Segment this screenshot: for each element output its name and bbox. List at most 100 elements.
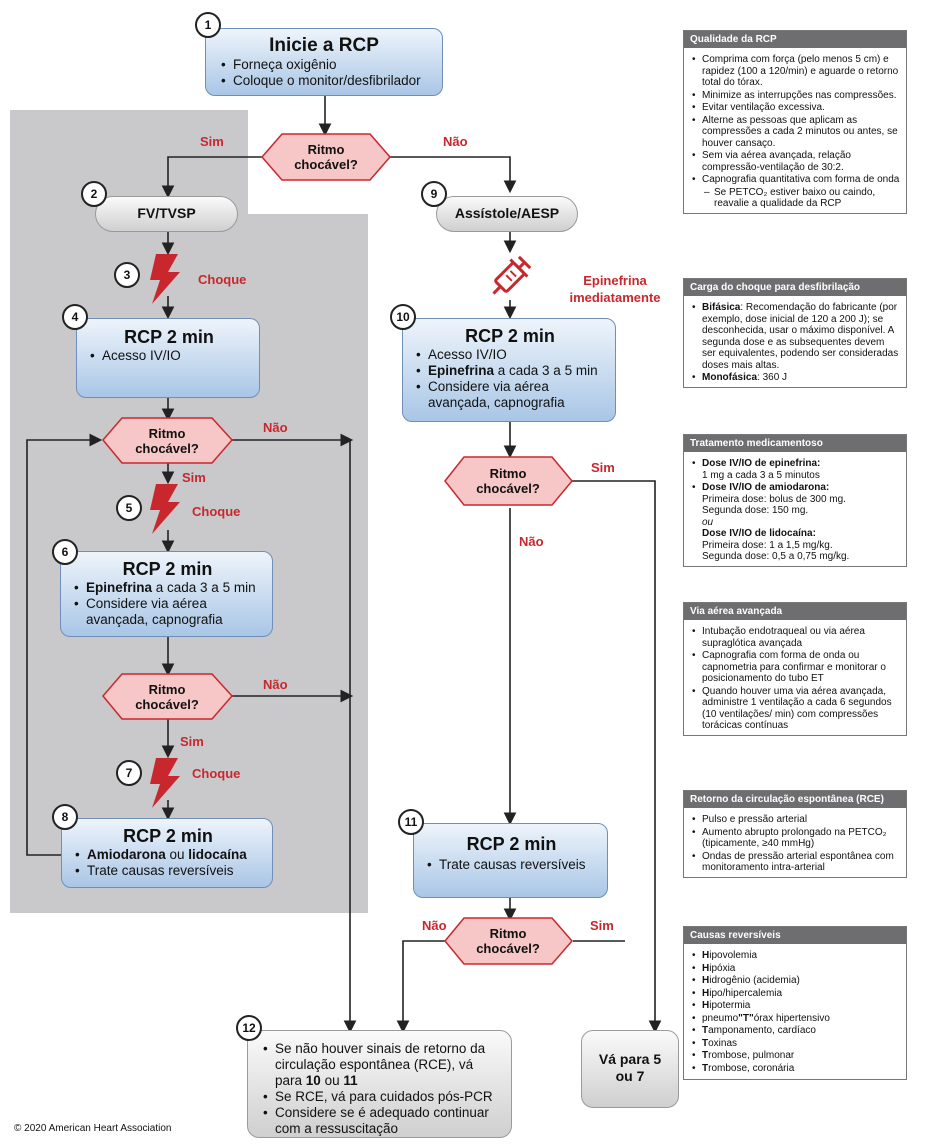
list-item: Considere se é adequado continuar com a … xyxy=(263,1105,503,1137)
box-cpr-8: RCP 2 min Amiodarona ou lidocaína Trate … xyxy=(61,818,273,888)
text: Se não houver sinais de retorno da circu… xyxy=(275,1041,486,1088)
cause-item: Toxinas xyxy=(692,1038,900,1050)
no-label: Não xyxy=(443,134,468,149)
decision-text: chocável? xyxy=(135,697,199,712)
sidebar-drugs: Tratamento medicamentoso Dose IV/IO de e… xyxy=(683,434,907,567)
box-title: Inicie a RCP xyxy=(269,35,379,56)
decision-c-shape xyxy=(444,456,573,506)
list-item: Intubação endotraqueal ou via aérea supr… xyxy=(692,626,900,649)
decision-text: Ritmo xyxy=(148,426,186,441)
step-number-2: 2 xyxy=(81,181,107,207)
text: Segunda dose: 150 mg. xyxy=(702,505,809,516)
decision-b-label: Ritmo chocável? xyxy=(122,682,212,712)
list-item: Considere via aérea avançada, capnografi… xyxy=(416,379,607,411)
text: Vá para 5 xyxy=(598,1051,662,1067)
step-number-10: 10 xyxy=(390,304,416,330)
decision-d-label: Ritmo chocável? xyxy=(464,926,552,956)
goto-text: Vá para 5 ou 7 xyxy=(582,1051,678,1085)
box-title: RCP 2 min xyxy=(124,327,214,347)
decision-top-shape xyxy=(261,133,391,181)
shock-label: Choque xyxy=(192,504,241,519)
decision-text: chocável? xyxy=(135,441,199,456)
decision-a-label: Ritmo chocável? xyxy=(122,426,212,456)
list-item: Considere via aérea avançada, capnografi… xyxy=(74,596,264,628)
sidebar-causes: Causas reversíveis HipovolemiaHipóxiaHid… xyxy=(683,926,907,1080)
sidebar-airway: Via aérea avançada Intubação endotraquea… xyxy=(683,602,907,736)
cause-item: pneumo"T"órax hipertensivo xyxy=(692,1013,900,1025)
bold-text: Epinefrina xyxy=(86,580,153,595)
arrow-sim-2 xyxy=(161,156,262,199)
list-item: Minimize as interrupções nas compressões… xyxy=(692,90,900,102)
decision-b-shape xyxy=(102,673,234,720)
yes-label: Sim xyxy=(200,134,224,149)
box-title: RCP 2 min xyxy=(123,826,213,846)
bold-text: lidocaína xyxy=(188,847,247,862)
lightning-icon-7 xyxy=(150,758,180,808)
list-item: Bifásica: Recomendação do fabricante (po… xyxy=(692,302,900,371)
list-item: Ondas de pressão arterial espontânea com… xyxy=(692,851,900,874)
step-number-7: 7 xyxy=(116,760,142,786)
bold-text: 10 xyxy=(305,1073,321,1088)
decision-text: Ritmo xyxy=(489,926,527,941)
bold-text: Dose IV/IO de lidocaína: xyxy=(702,528,816,539)
arrow-nao-9 xyxy=(390,156,517,194)
sidebar-shock-energy: Carga do choque para desfibrilação Bifás… xyxy=(683,278,907,388)
box-cpr-11: RCP 2 min Trate causas reversíveis xyxy=(413,823,608,898)
text: Epinefrina xyxy=(583,273,647,288)
no-label: Não xyxy=(263,420,288,435)
decision-d-shape xyxy=(444,917,573,965)
text: : 360 J xyxy=(757,372,788,383)
no-label: Não xyxy=(519,534,544,549)
box-title: RCP 2 min xyxy=(465,326,555,346)
step-number-3: 3 xyxy=(114,262,140,288)
bold-text: Dose IV/IO de amiodarona: xyxy=(702,482,830,493)
box-12: Se não houver sinais de retorno da circu… xyxy=(247,1030,512,1138)
arrow-sim-goto xyxy=(570,480,662,1034)
section-title: Causas reversíveis xyxy=(684,927,906,944)
yes-label: Sim xyxy=(180,734,204,749)
copyright: © 2020 American Heart Association xyxy=(14,1123,172,1134)
text: ou xyxy=(702,516,714,528)
text: Primeira dose: 1 a 1,5 mg/kg. xyxy=(702,539,833,551)
decision-text: Ritmo xyxy=(148,682,186,697)
yes-label: Sim xyxy=(591,460,615,475)
section-title: Tratamento medicamentoso xyxy=(684,435,906,452)
cause-item: Hipóxia xyxy=(692,963,900,975)
step-number-5: 5 xyxy=(116,495,142,521)
decision-c-label: Ritmo chocável? xyxy=(464,466,552,496)
cause-item: Hipo/hipercalemia xyxy=(692,988,900,1000)
decision-text: Ritmo xyxy=(489,466,527,481)
lightning-icon-5 xyxy=(150,484,180,534)
decision-text: chocável? xyxy=(476,941,540,956)
box-title: Assístole/AESP xyxy=(454,205,560,221)
list-item: Se RCE, vá para cuidados pós-PCR xyxy=(263,1089,503,1105)
list-item: Dose IV/IO de amiodarona: Primeira dose:… xyxy=(692,482,900,563)
bold-text: Dose IV/IO de epinefrina: xyxy=(702,458,821,469)
causes-list: HipovolemiaHipóxiaHidrogênio (acidemia)H… xyxy=(692,950,900,1074)
no-label: Não xyxy=(422,918,447,933)
sidebar-quality: Qualidade da RCP Comprima com força (pel… xyxy=(683,30,907,214)
cause-item: Tamponamento, cardíaco xyxy=(692,1025,900,1037)
list-item: Acesso IV/IO xyxy=(416,347,607,363)
epinephrine-label: Epinefrina imediatamente xyxy=(560,272,670,306)
section-title: Retorno da circulação espontânea (RCE) xyxy=(684,791,906,808)
no-label: Não xyxy=(263,677,288,692)
list-item: Forneça oxigênio xyxy=(221,57,434,73)
list-item: Epinefrina a cada 3 a 5 min xyxy=(416,363,607,379)
decision-text: chocável? xyxy=(476,481,540,496)
list-item: Capnografia quantitativa com forma de on… xyxy=(692,174,900,186)
box-title: FV/TVSP xyxy=(137,205,196,221)
text: Primeira dose: bolus de 300 mg. xyxy=(702,493,846,505)
decision-a-shape xyxy=(102,417,234,464)
step-number-8: 8 xyxy=(52,804,78,830)
list-item: Amiodarona ou lidocaína xyxy=(75,847,264,863)
list-item: Aumento abrupto prolongado na PETCO₂ (ti… xyxy=(692,827,900,850)
text: Segunda dose: 0,5 a 0,75 mg/kg. xyxy=(702,551,850,562)
list-item: Pulso e pressão arterial xyxy=(692,814,900,826)
lightning-icon-3 xyxy=(150,254,180,304)
cause-item: Hipovolemia xyxy=(692,950,900,962)
shockable-rhythm-panel xyxy=(10,110,368,913)
bold-text: Epinefrina xyxy=(428,363,495,378)
section-title: Via aérea avançada xyxy=(684,603,906,620)
